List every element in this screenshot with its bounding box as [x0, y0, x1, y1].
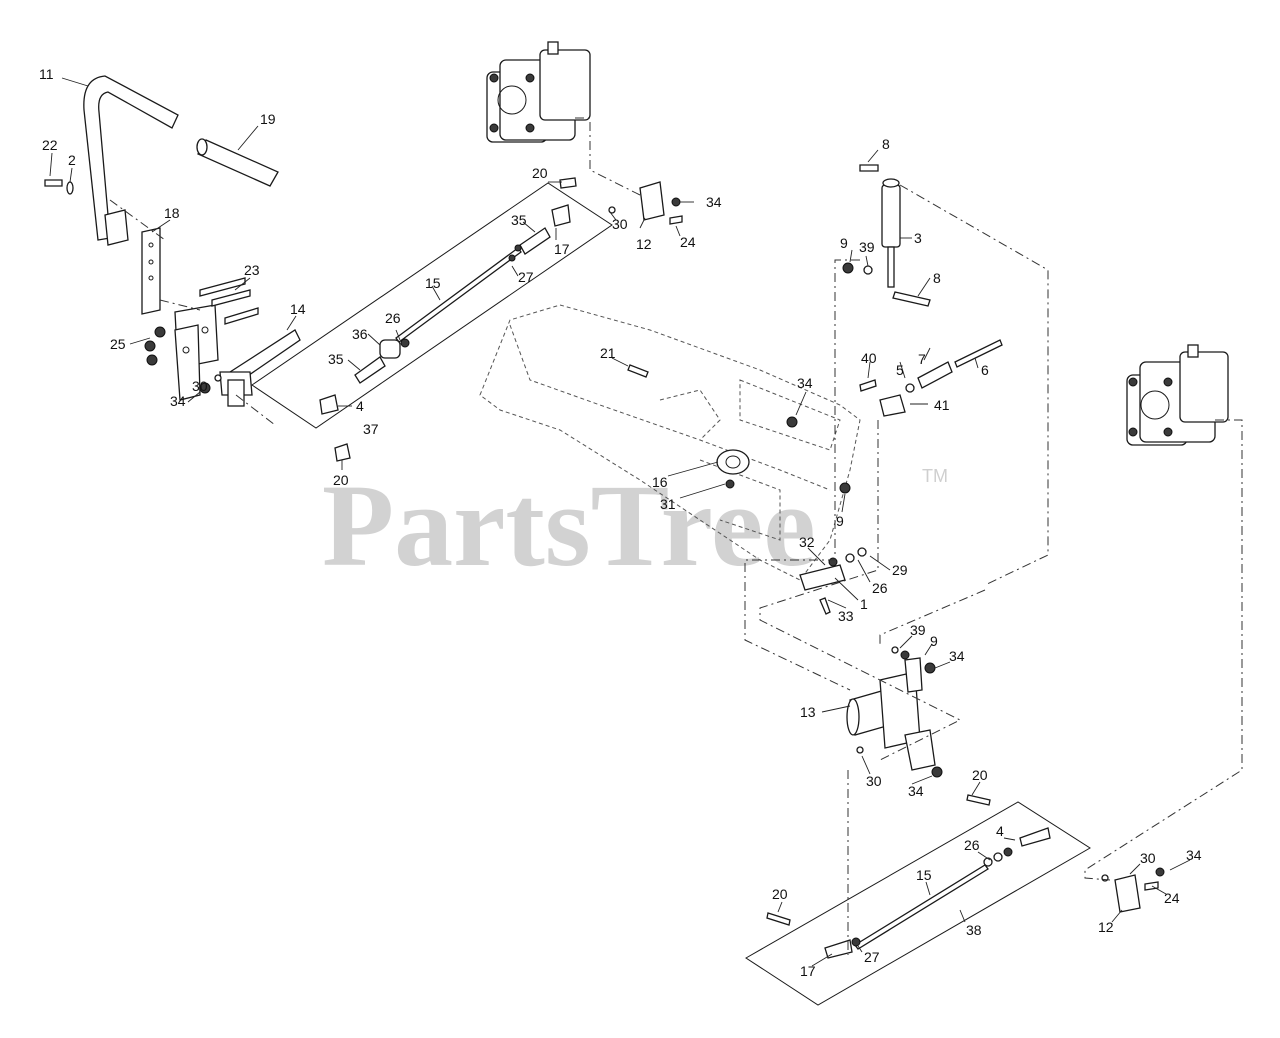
- control-arm-13: [846, 646, 943, 778]
- callout-14: 14: [290, 301, 306, 317]
- callout-15: 15: [916, 867, 932, 883]
- callout-30: 30: [192, 378, 208, 394]
- callout-9: 9: [836, 513, 844, 529]
- callout-23: 23: [244, 262, 260, 278]
- callout-34: 34: [908, 783, 924, 799]
- callout-33: 33: [838, 608, 854, 624]
- callout-36: 36: [352, 326, 368, 342]
- rod-assembly-37: [251, 177, 613, 462]
- callout-24: 24: [680, 234, 696, 250]
- callout-35: 35: [328, 351, 344, 367]
- callout-29: 29: [892, 562, 908, 578]
- callout-18: 18: [164, 205, 180, 221]
- hydro-pump-upper: [486, 41, 591, 143]
- callout-11: 11: [39, 66, 54, 82]
- callout-34: 34: [170, 393, 186, 409]
- callout-20: 20: [532, 165, 548, 181]
- callout-39: 39: [859, 239, 875, 255]
- rod-assembly-38: [745, 794, 1091, 1006]
- callout-6: 6: [981, 362, 989, 378]
- callout-7: 7: [918, 351, 926, 367]
- callout-15: 15: [425, 275, 441, 291]
- callout-35: 35: [511, 212, 527, 228]
- callout-20: 20: [972, 767, 988, 783]
- callout-32: 32: [799, 534, 815, 550]
- callout-13: 13: [800, 704, 816, 720]
- callouts: 11 19 22 2 18 23 14 25 34 30 20 30 34 12…: [39, 66, 1202, 979]
- callout-24: 24: [1164, 890, 1180, 906]
- pivot-bushing: [716, 449, 851, 494]
- callout-31: 31: [660, 496, 676, 512]
- callout-2: 2: [68, 152, 76, 168]
- handle-grip: [196, 138, 279, 187]
- trademark-symbol: TM: [922, 466, 948, 486]
- callout-20: 20: [772, 886, 788, 902]
- bail-handle: [83, 75, 179, 246]
- callout-25: 25: [110, 336, 126, 352]
- hydro-pump-right: [1126, 344, 1229, 446]
- callout-17: 17: [554, 241, 570, 257]
- callout-9: 9: [930, 633, 938, 649]
- handle-bracket: [141, 227, 161, 315]
- callout-4: 4: [996, 823, 1004, 839]
- callout-12: 12: [636, 236, 652, 252]
- callout-16: 16: [652, 474, 668, 490]
- control-mount-plate: [174, 304, 219, 401]
- callout-3: 3: [914, 230, 922, 246]
- callout-34: 34: [949, 648, 965, 664]
- callout-17: 17: [800, 963, 816, 979]
- callout-34: 34: [706, 194, 722, 210]
- callout-27: 27: [864, 949, 880, 965]
- mower-frame: [479, 304, 861, 581]
- callout-12: 12: [1098, 919, 1114, 935]
- callout-39: 39: [910, 622, 926, 638]
- hardware-left: [44, 179, 259, 394]
- pump-lever-upper: [608, 181, 683, 225]
- callout-26: 26: [872, 580, 888, 596]
- callout-20: 20: [333, 472, 349, 488]
- callout-30: 30: [1140, 850, 1156, 866]
- leader-lines: [49, 77, 1191, 967]
- control-arm: [219, 329, 301, 407]
- callout-9: 9: [840, 235, 848, 251]
- callout-19: 19: [260, 111, 276, 127]
- callout-40: 40: [861, 350, 877, 366]
- callout-34: 34: [1186, 847, 1202, 863]
- callout-37: 37: [363, 421, 379, 437]
- spring-assembly: [627, 339, 1003, 428]
- callout-30: 30: [866, 773, 882, 789]
- callout-8: 8: [882, 136, 890, 152]
- callout-4: 4: [356, 398, 364, 414]
- linkage-pivot: [799, 547, 867, 615]
- callout-26: 26: [964, 837, 980, 853]
- callout-34: 34: [797, 375, 813, 391]
- callout-27: 27: [518, 269, 534, 285]
- callout-41: 41: [934, 397, 950, 413]
- callout-38: 38: [966, 922, 982, 938]
- callout-8: 8: [933, 270, 941, 286]
- callout-21: 21: [600, 345, 616, 361]
- connection-lines: [109, 117, 1243, 955]
- partstree-watermark: PartsTree: [322, 460, 816, 591]
- callout-22: 22: [42, 137, 58, 153]
- callout-30: 30: [612, 216, 628, 232]
- callout-26: 26: [385, 310, 401, 326]
- shock-damper: [842, 164, 931, 307]
- callout-5: 5: [896, 362, 904, 378]
- callout-1: 1: [860, 596, 868, 612]
- pump-lever-lower: [1101, 867, 1165, 913]
